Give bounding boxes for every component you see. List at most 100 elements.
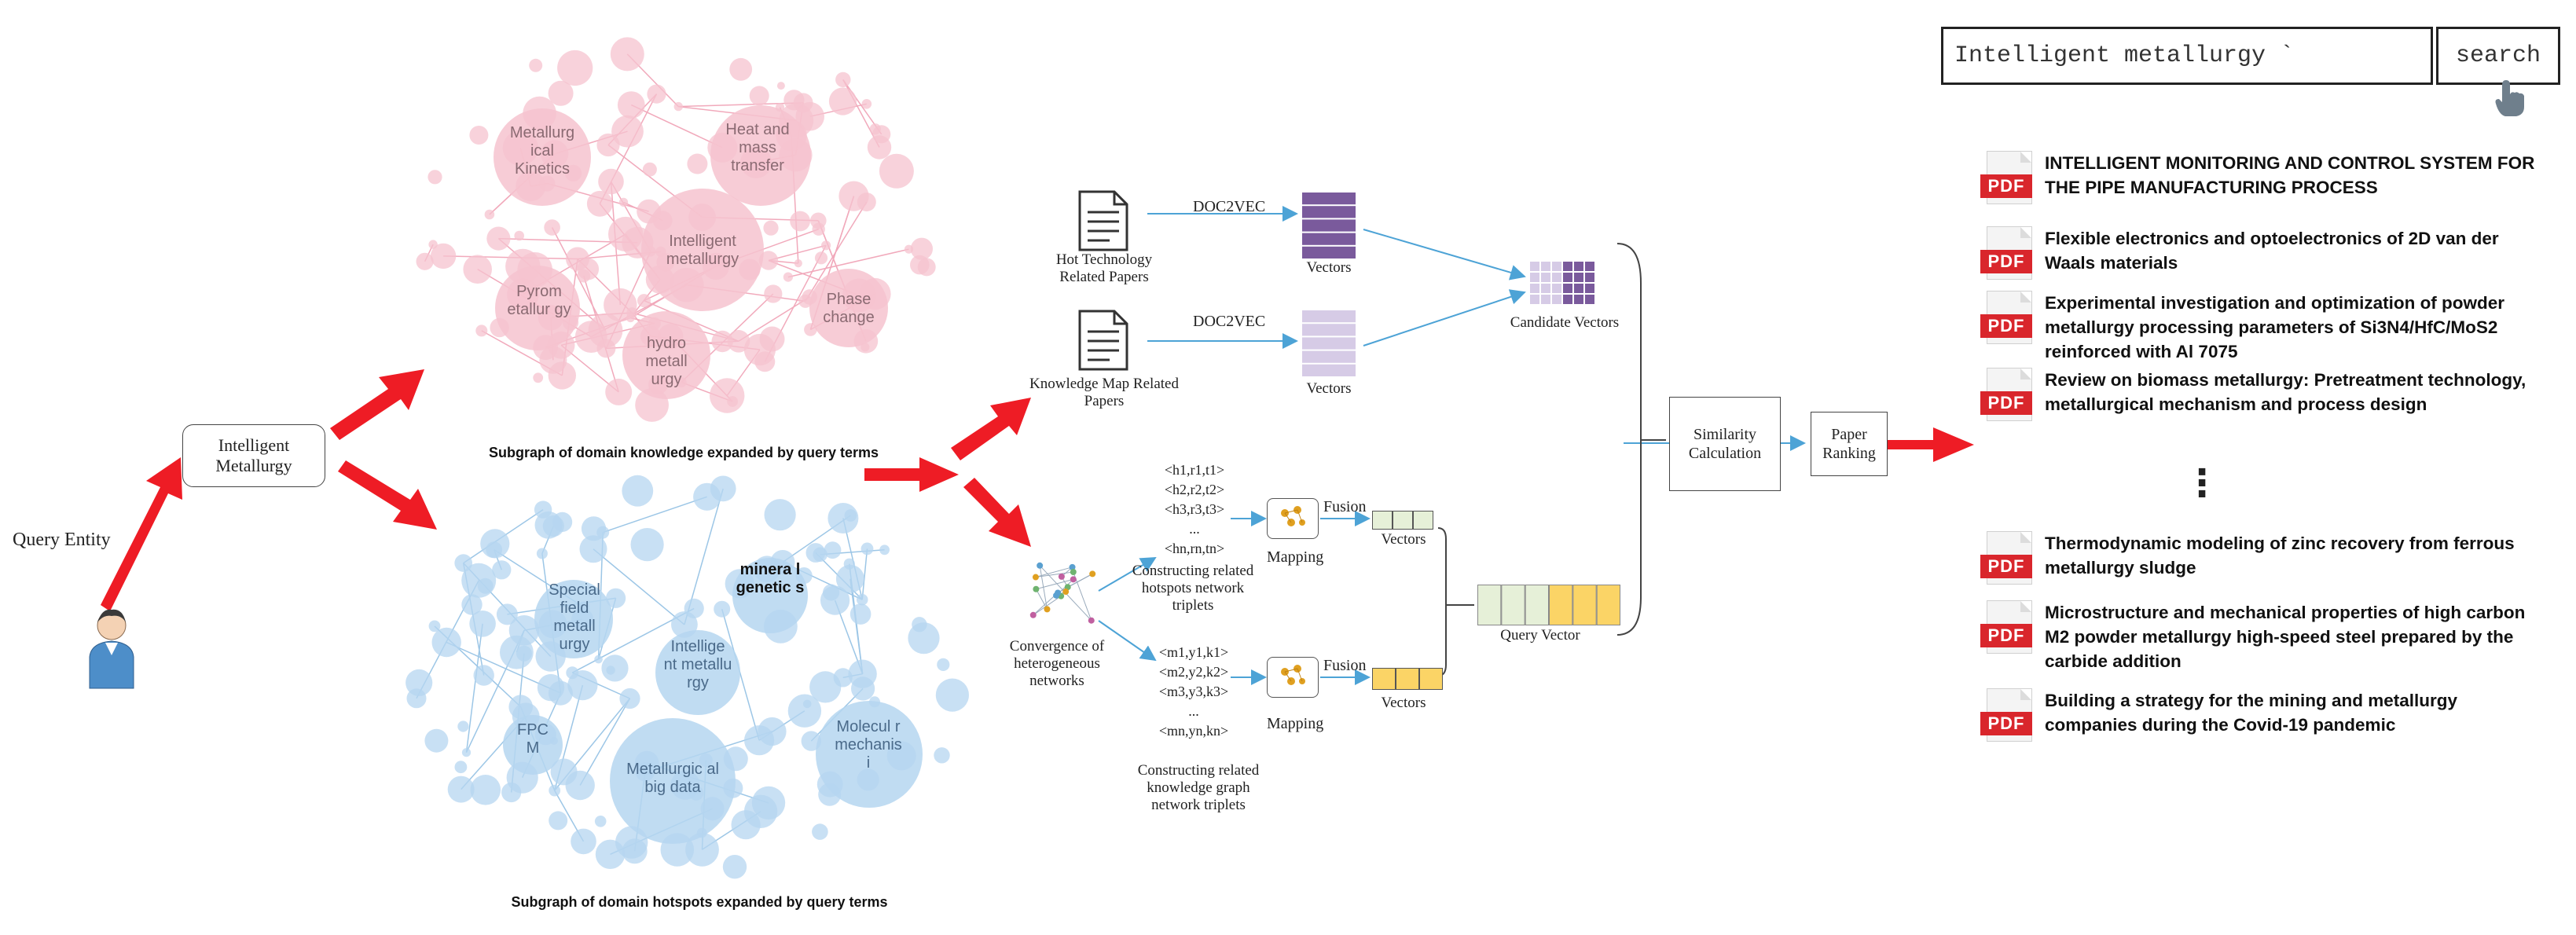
red-arrows <box>101 369 1974 611</box>
hot-paper-vectors <box>1301 192 1356 260</box>
mapping-box <box>1267 498 1319 539</box>
fusion-label: Fusion <box>1323 657 1367 674</box>
hotspot-fused-vector <box>1372 511 1433 530</box>
pdf-icon: PDF <box>1980 151 2034 204</box>
document-icon <box>1078 190 1128 251</box>
pdf-badge: PDF <box>1980 314 2032 338</box>
pdf-icon: PDF <box>1980 531 2034 585</box>
arrow-user-to-term <box>101 457 182 611</box>
result-title[interactable]: Experimental investigation and optimizat… <box>2045 293 2505 361</box>
kg-node-pyrometallurgy: Pyrom etallur gy <box>507 283 571 318</box>
kg-node-heat-mass-transfer: Heat and mass transfer <box>725 121 790 174</box>
vectors-label: Vectors <box>1306 380 1352 397</box>
ranking-label: Paper Ranking <box>1822 426 1876 462</box>
result-item[interactable]: PDF Building a strategy for the mining an… <box>1980 688 2546 742</box>
query-vector <box>1477 585 1621 625</box>
triplet-line: <h2,r2,t2> <box>1164 482 1225 497</box>
result-item[interactable]: PDF Microstructure and mechanical propert… <box>1980 600 2546 673</box>
result-item[interactable]: PDF Experimental investigation and optimi… <box>1980 291 2546 364</box>
fusion-label: Fusion <box>1323 498 1367 515</box>
candidate-vectors-label: Candidate Vectors <box>1510 314 1620 331</box>
doc2vec-label: DOC2VEC <box>1193 198 1266 215</box>
pdf-badge: PDF <box>1980 624 2032 647</box>
user-icon <box>86 605 137 691</box>
triplet-line: <h3,r3,t3> <box>1164 501 1225 517</box>
paper-ranking-box: Paper Ranking <box>1811 412 1888 476</box>
arrow-to-convergence <box>963 478 1031 547</box>
arrow-graphs-to-pipeline <box>864 457 959 492</box>
doc2vec-label: DOC2VEC <box>1193 313 1266 330</box>
result-title[interactable]: Building a strategy for the mining and m… <box>2045 691 2458 735</box>
hotspot-triplets: <h1,r1,t1> <h2,r2,t2> <h3,r3,t3>... <hn,rn,… <box>1152 460 1237 559</box>
query-term-box: Intelligent Metallurgy <box>182 424 325 487</box>
result-title[interactable]: INTELLIGENT MONITORING AND CONTROL SYSTE… <box>2045 153 2535 197</box>
triplet-line: <m2,y2,k2> <box>1158 664 1229 680</box>
mapping-box <box>1267 657 1319 698</box>
triplet-line: <m1,y1,k1> <box>1158 644 1229 660</box>
pdf-badge: PDF <box>1980 712 2032 735</box>
hot-node-intelligent-metallurgy: Intellige nt metallu rgy <box>663 638 732 691</box>
query-vector-label: Query Vector <box>1500 627 1580 644</box>
kg-fused-vector <box>1372 668 1443 690</box>
km-paper-vectors <box>1301 310 1356 378</box>
pdf-badge: PDF <box>1980 555 2032 578</box>
result-item[interactable]: PDF INTELLIGENT MONITORING AND CONTROL SY… <box>1980 151 2546 204</box>
pdf-badge: PDF <box>1980 174 2032 198</box>
pdf-badge: PDF <box>1980 391 2032 415</box>
query-entity-label: Query Entity <box>13 530 111 550</box>
result-item[interactable]: PDF Thermodynamic modeling of zinc recove… <box>1980 531 2546 585</box>
kg-triplets: <m1,y1,k1><m2,y2,k2><m3,y3,k3>...<mn,yn,… <box>1147 643 1240 741</box>
triplet-line: ... <box>1188 703 1199 719</box>
pdf-icon: PDF <box>1980 600 2034 654</box>
candidate-vectors-grid <box>1529 261 1597 305</box>
hot-caption: Subgraph of domain hotspots expanded by … <box>511 894 888 910</box>
hot-node-special-field-metallurgy: Special field metall urgy <box>549 581 600 653</box>
arrow-term-to-kg <box>330 369 424 440</box>
search-input[interactable]: Intelligent metallurgy ` <box>1941 27 2433 85</box>
kg-node-hydrometallurgy: hydro metall urgy <box>645 335 688 388</box>
pdf-icon: PDF <box>1980 368 2034 421</box>
result-item[interactable]: PDF Review on biomass metallurgy: Pretrea… <box>1980 368 2546 421</box>
more-results-ellipsis: ⋮ <box>2183 463 2221 504</box>
mapping-icon <box>1281 665 1305 685</box>
knowledge-subgraph-network <box>416 37 936 422</box>
kg-node-intelligent-metallurgy: Intelligent metallurgy <box>666 233 739 268</box>
hot-node-mineral-genetics: minera l genetic s <box>736 561 805 596</box>
hotspot-subgraph-network <box>405 475 969 879</box>
convergence-network-icon <box>1029 562 1096 624</box>
triplet-line: <m3,y3,k3> <box>1158 684 1229 699</box>
result-title[interactable]: Thermodynamic modeling of zinc recovery … <box>2045 534 2515 578</box>
result-item[interactable]: PDF Flexible electronics and optoelectron… <box>1980 226 2546 280</box>
kg-node-metallurgical-kinetics: Metallurg ical Kinetics <box>509 124 575 178</box>
convergence-label: Convergence of heterogeneous networks <box>1009 638 1105 689</box>
hand-cursor-icon <box>2488 80 2527 118</box>
arrow-term-to-hot <box>338 460 437 530</box>
pdf-icon: PDF <box>1980 291 2034 344</box>
pdf-icon: PDF <box>1980 226 2034 280</box>
hot-node-metallurgical-big-data: Metallurgic al big data <box>626 761 719 796</box>
triplet-line: ... <box>1189 521 1200 537</box>
hot-papers-label: Hot Technology Related Papers <box>1055 251 1153 285</box>
arrow-ranking-to-results <box>1886 427 1974 462</box>
similarity-calculation-box: Similarity Calculation <box>1669 397 1781 491</box>
kg-caption: Subgraph of domain knowledge expanded by… <box>488 445 879 460</box>
pdf-badge: PDF <box>1980 250 2032 273</box>
result-title[interactable]: Microstructure and mechanical properties… <box>2045 603 2526 671</box>
similarity-label: Similarity Calculation <box>1688 426 1762 462</box>
result-title[interactable]: Flexible electronics and optoelectronics… <box>2045 229 2499 273</box>
hot-node-fpcm: FPC M <box>517 721 549 757</box>
triplet-line: <hn,rn,tn> <box>1164 541 1225 556</box>
kg-triplets-caption: Constructing related knowledge graph net… <box>1137 762 1260 813</box>
vectors-label: Vectors <box>1381 695 1426 711</box>
search-button[interactable]: search <box>2436 27 2560 85</box>
hot-node-molecular-mechanism: Molecul r mechanis i <box>835 718 902 772</box>
triplet-line: <h1,r1,t1> <box>1164 462 1225 478</box>
arrow-to-hot-papers <box>951 398 1031 460</box>
pdf-icon: PDF <box>1980 688 2034 742</box>
vectors-label: Vectors <box>1381 531 1426 548</box>
vectors-label: Vectors <box>1306 259 1352 276</box>
hotspot-triplets-caption: Constructing related hotspots network tr… <box>1132 563 1254 614</box>
document-icon <box>1078 310 1128 371</box>
result-title[interactable]: Review on biomass metallurgy: Pretreatme… <box>2045 370 2526 414</box>
query-term-label: Intelligent Metallurgy <box>215 435 292 475</box>
